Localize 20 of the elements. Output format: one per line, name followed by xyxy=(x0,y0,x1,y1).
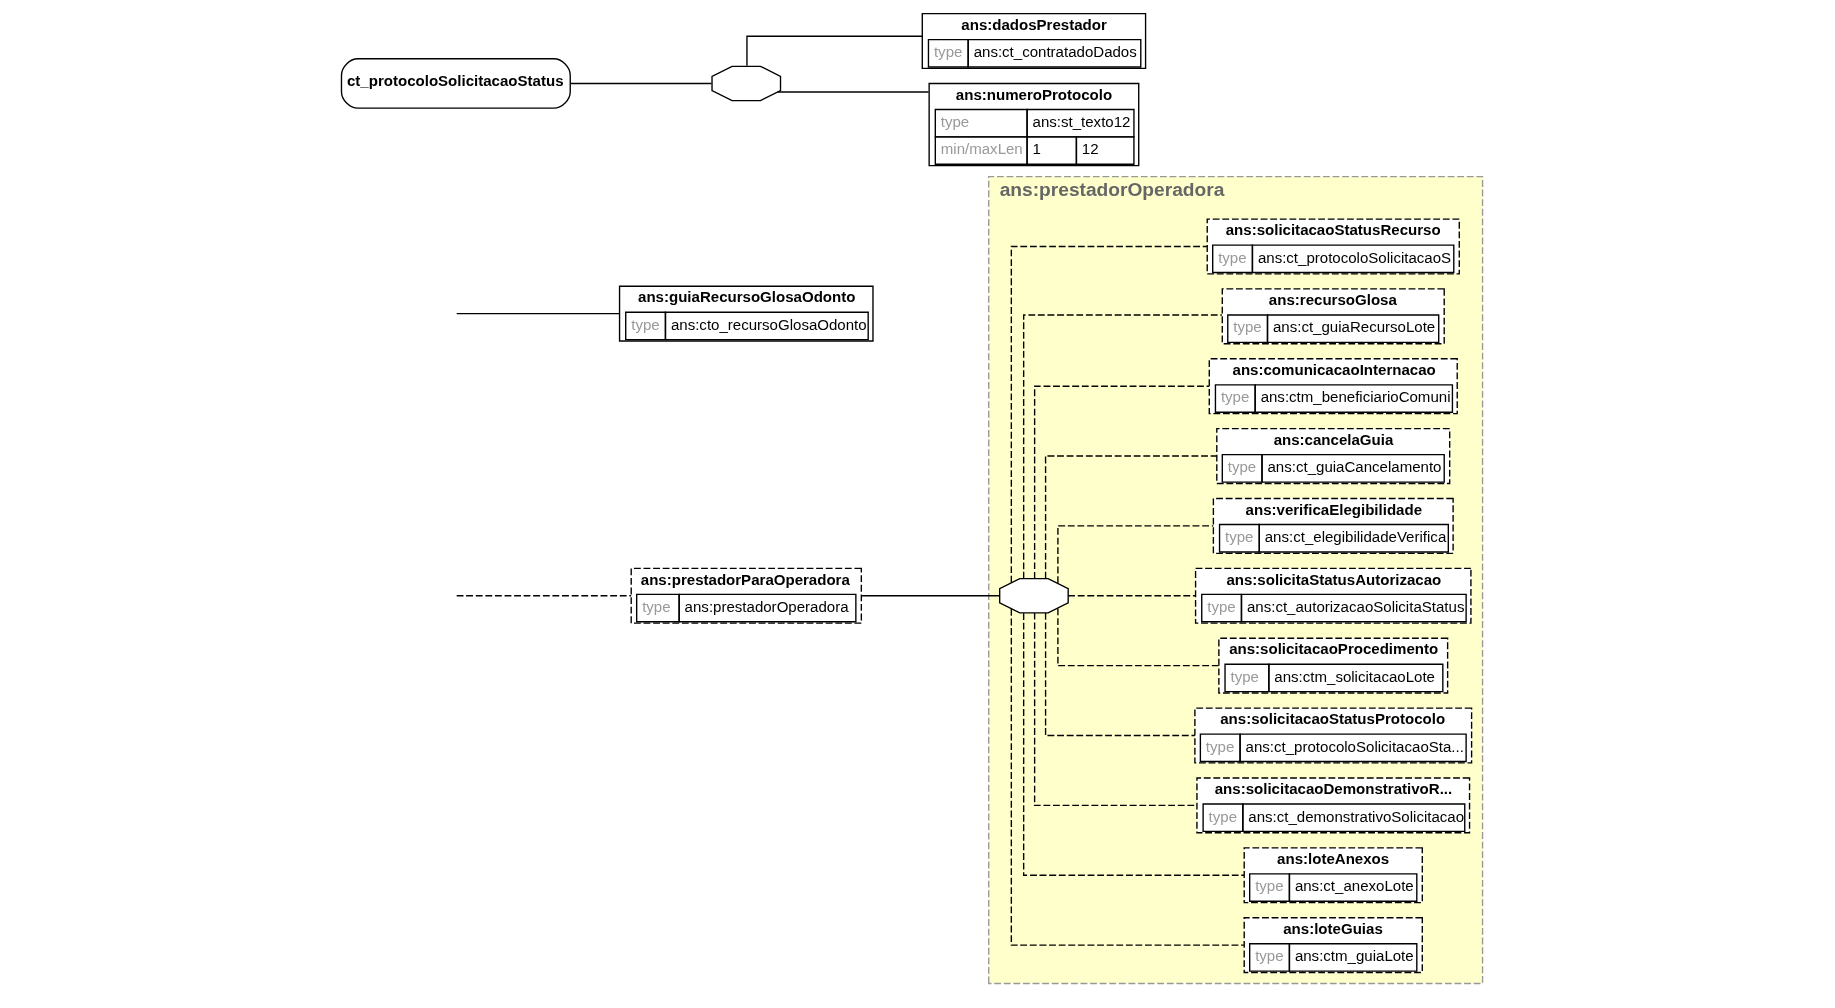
connector xyxy=(1057,525,1214,584)
connector xyxy=(456,595,632,597)
connector xyxy=(1022,612,1245,876)
connector xyxy=(456,312,621,315)
connector xyxy=(1044,455,1218,580)
connector xyxy=(776,91,930,93)
connector xyxy=(1057,607,1220,667)
connector xyxy=(1033,612,1198,807)
connector xyxy=(1010,245,1208,584)
connector xyxy=(1067,595,1196,597)
connector xyxy=(1022,314,1223,580)
node-box: ct_protocoloSolicitacaoStatus xyxy=(340,58,571,109)
connector xyxy=(1044,612,1196,737)
connector xyxy=(746,35,923,67)
node-octagon xyxy=(711,65,782,102)
connector xyxy=(1010,608,1245,946)
connector xyxy=(860,595,1000,597)
connector xyxy=(1033,385,1210,580)
connector xyxy=(569,82,713,85)
node-octagon xyxy=(999,577,1069,614)
